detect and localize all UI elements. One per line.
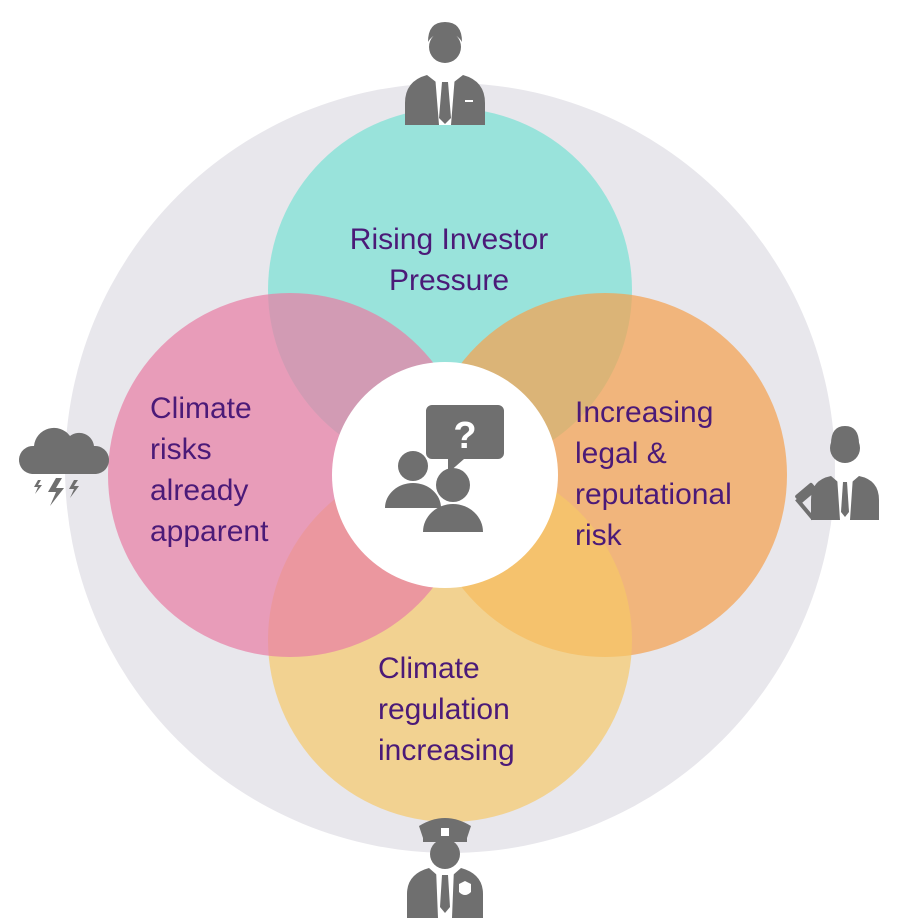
judge-gavel-icon xyxy=(795,426,879,521)
label-line: regulation xyxy=(378,693,510,726)
storm-cloud-icon xyxy=(18,427,110,506)
label-legal-reputational-risk: Increasing legal & reputational risk xyxy=(575,392,732,556)
label-line: Climate xyxy=(150,392,252,425)
label-rising-investor-pressure: Rising Investor Pressure xyxy=(336,219,562,301)
label-climate-regulation: Climate regulation increasing xyxy=(378,648,515,771)
people-question-icon: ? xyxy=(385,405,504,532)
label-line: reputational xyxy=(575,478,732,511)
label-line: risk xyxy=(575,519,622,552)
label-line: Climate xyxy=(378,652,480,685)
svg-text:?: ? xyxy=(453,415,476,457)
label-line: legal & xyxy=(575,437,667,470)
label-line: Increasing xyxy=(575,396,714,429)
businessman-icon xyxy=(405,22,485,125)
label-climate-risks: Climate risks already apparent xyxy=(150,388,268,552)
label-line: increasing xyxy=(378,734,515,767)
police-officer-icon xyxy=(407,818,483,918)
label-line: Pressure xyxy=(388,264,510,297)
label-line: risks xyxy=(150,433,212,466)
label-line: already xyxy=(150,474,249,507)
label-line: Rising Investor xyxy=(349,223,549,256)
label-line: apparent xyxy=(150,515,269,548)
